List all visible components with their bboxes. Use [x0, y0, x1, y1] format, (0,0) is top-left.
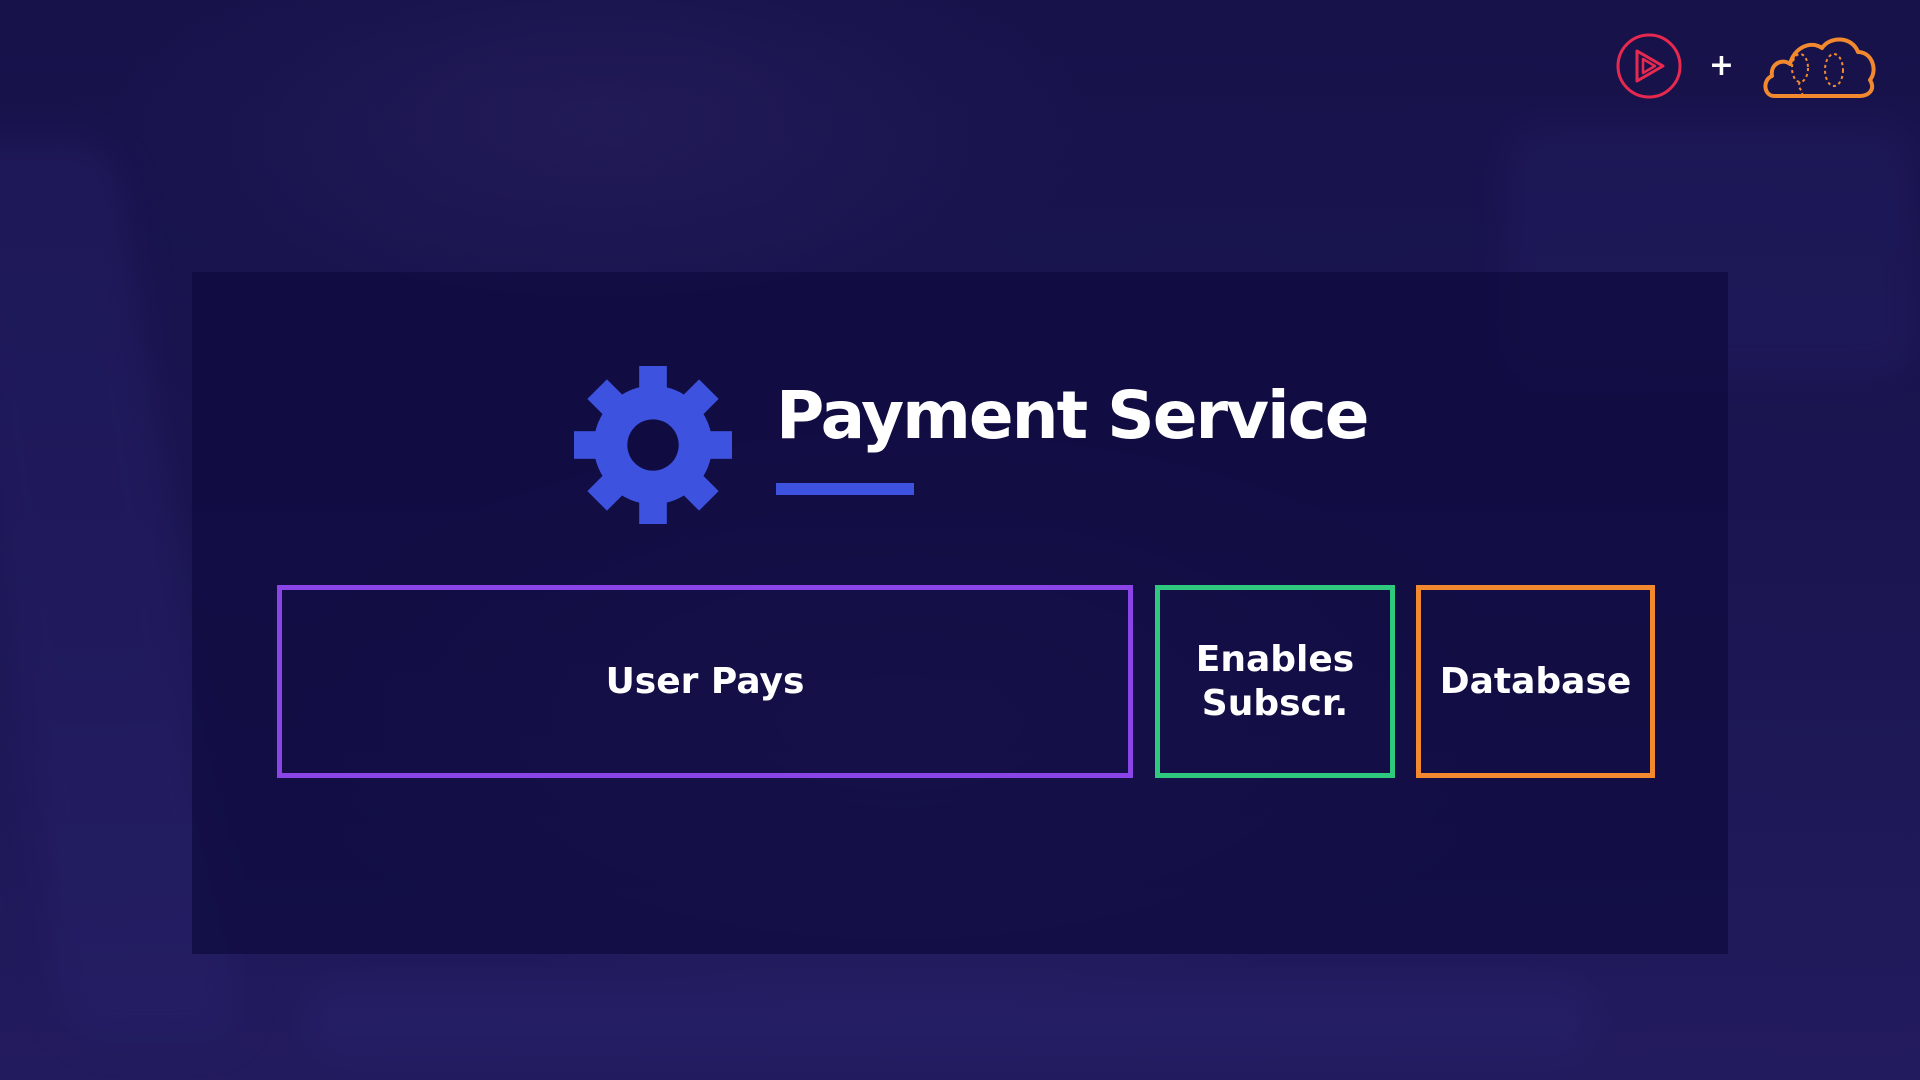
title-underline: [776, 482, 914, 495]
cloud-logo-icon: [1763, 37, 1876, 98]
enables-subscription-box: Enables Subscr.: [1155, 585, 1395, 778]
title-row: Payment Service: [574, 366, 1370, 524]
database-box: Database: [1416, 585, 1655, 778]
title-wrap: Payment Service: [776, 377, 1370, 495]
database-label: Database: [1439, 660, 1632, 702]
gear-icon: [574, 366, 732, 524]
play-logo-icon: [1616, 33, 1682, 99]
logo-group: +: [1615, 30, 1878, 102]
diagram-panel: Payment Service User Pays Enables Subscr…: [192, 272, 1728, 954]
enables-subscription-label: Enables Subscr.: [1196, 638, 1354, 724]
page-title: Payment Service: [776, 377, 1370, 454]
user-pays-box: User Pays: [277, 585, 1133, 778]
background-streak: [300, 980, 1600, 1060]
enables-label-line-1: Enables: [1195, 639, 1355, 681]
plus-icon: +: [1708, 48, 1734, 83]
enables-label-line-2: Subscr.: [1201, 682, 1349, 724]
user-pays-label: User Pays: [605, 660, 805, 702]
